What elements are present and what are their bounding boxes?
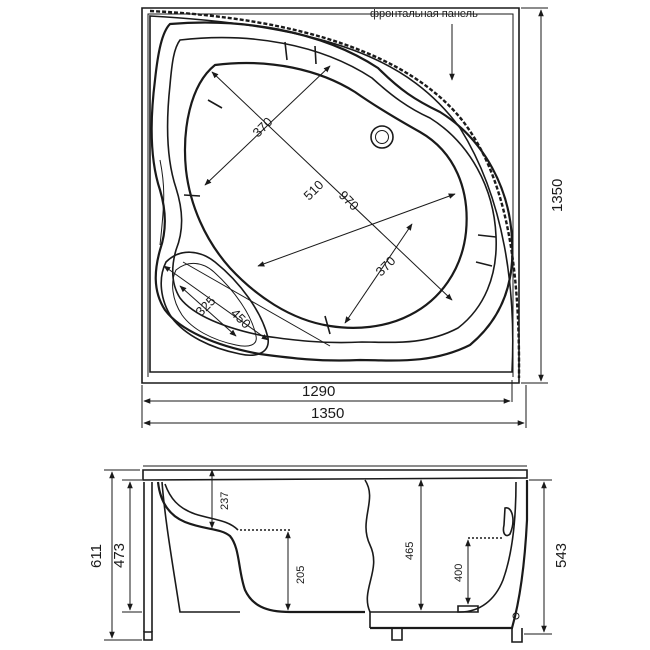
label-510: 510 xyxy=(301,177,327,203)
side-frame-left xyxy=(143,482,153,632)
seat-edge-2 xyxy=(159,159,165,246)
dim-diag-cross xyxy=(204,65,331,186)
side-tub-left xyxy=(156,481,365,614)
front-panel-label: фронтальная панель xyxy=(370,8,478,20)
headrest-right xyxy=(475,234,497,267)
label-1350-horizontal: 1350 xyxy=(311,405,344,422)
rim-outline xyxy=(149,15,514,373)
side-view: 611 473 237 205 465 400 543 xyxy=(88,465,570,643)
headrest-top xyxy=(284,41,317,65)
drain-outer xyxy=(370,125,394,149)
side-tub-wall xyxy=(161,481,240,613)
basin-inner-rim xyxy=(166,36,497,344)
headrest-bottom xyxy=(324,315,331,335)
label-543: 543 xyxy=(553,543,570,568)
top-view: 370 510 970 370 325 450 фронтальная пане… xyxy=(141,7,566,428)
label-1290: 1290 xyxy=(302,383,335,400)
side-tub-left-inner xyxy=(164,483,239,531)
label-400: 400 xyxy=(453,564,465,582)
side-panel-right xyxy=(370,480,529,630)
dim-seat-b xyxy=(163,265,269,341)
side-rim xyxy=(142,469,528,481)
label-970: 970 xyxy=(336,188,362,214)
label-237: 237 xyxy=(219,492,231,510)
label-205: 205 xyxy=(295,566,307,584)
side-drain-outlet xyxy=(512,612,520,620)
outer-frame xyxy=(141,7,520,384)
label-370-lower: 370 xyxy=(373,253,399,279)
dim-diag-long xyxy=(211,71,453,301)
label-325: 325 xyxy=(193,293,219,319)
dim-basin-lower xyxy=(344,223,413,324)
label-611: 611 xyxy=(88,544,105,568)
side-leg-right xyxy=(511,628,523,643)
label-473: 473 xyxy=(111,543,128,568)
label-465: 465 xyxy=(404,542,416,560)
inner-frame xyxy=(147,13,514,377)
front-panel-arc xyxy=(149,9,521,379)
side-leg-mid xyxy=(391,628,403,641)
side-basin-right xyxy=(370,481,517,613)
label-370-upper: 370 xyxy=(250,114,276,140)
side-break-line xyxy=(364,479,375,628)
side-drain xyxy=(457,605,479,613)
overflow xyxy=(502,507,514,537)
label-1350-vertical: 1350 xyxy=(549,179,566,212)
drain-inner xyxy=(375,130,389,144)
side-leg-left xyxy=(143,631,153,641)
